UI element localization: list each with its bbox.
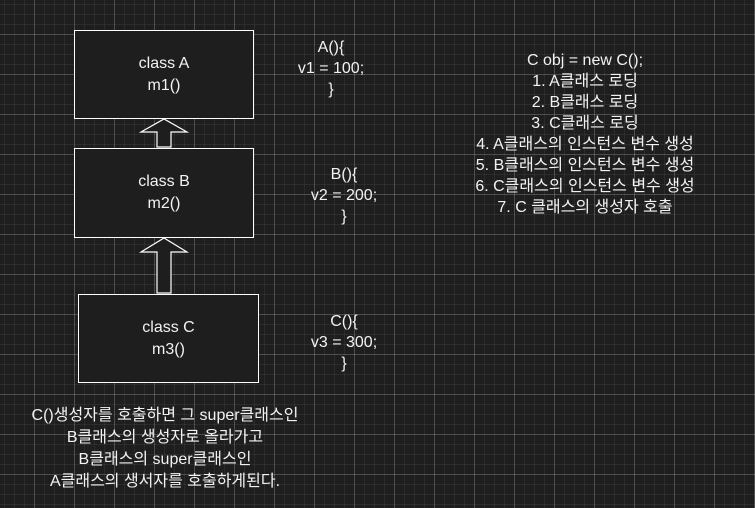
- step-line: 6. C클래스의 인스턴스 변수 생성: [475, 178, 695, 195]
- class-c-box[interactable]: class C m3(): [78, 294, 259, 383]
- note-line: B클래스의 super클래스인: [78, 451, 252, 468]
- step-line: C obj = new C();: [526, 52, 644, 69]
- loading-steps-text[interactable]: C obj = new C(); 1. A클래스 로딩 2. B클래스 로딩 3…: [430, 50, 740, 218]
- note-line: A클래스의 생서자를 호출하게된다.: [49, 473, 281, 490]
- inheritance-arrow-c-to-b: [138, 237, 190, 294]
- constructor-a-line: }: [328, 81, 334, 98]
- class-a-name: class A: [138, 54, 190, 72]
- class-c-method: m3(): [152, 340, 185, 358]
- constructor-b-line: B(){: [330, 166, 358, 183]
- constructor-c-line: }: [341, 355, 347, 372]
- class-c-name: class C: [142, 318, 195, 336]
- constructor-c-text[interactable]: C(){ v3 = 300; }: [299, 311, 389, 374]
- step-line: 7. C 클래스의 생성자 호출: [497, 199, 673, 216]
- inheritance-arrow-b-to-a: [138, 118, 190, 148]
- class-b-method: m2(): [147, 195, 181, 212]
- class-a-box[interactable]: class A m1(): [74, 30, 254, 119]
- constructor-b-text[interactable]: B(){ v2 = 200; }: [299, 164, 389, 227]
- class-a-method: m1(): [147, 76, 181, 94]
- constructor-a-text[interactable]: A(){ v1 = 100; }: [286, 37, 376, 100]
- constructor-c-line: v3 = 300;: [310, 334, 378, 351]
- constructor-b-line: v2 = 200;: [310, 187, 378, 204]
- constructor-a-line: v1 = 100;: [297, 60, 365, 77]
- class-b-box[interactable]: class B m2(): [74, 148, 254, 238]
- explanation-note-text[interactable]: C()생성자를 호출하면 그 super클래스인 B클래스의 생성자로 올라가고…: [0, 405, 330, 493]
- step-line: 1. A클래스 로딩: [532, 73, 638, 90]
- step-line: 3. C클래스 로딩: [531, 115, 639, 132]
- note-line: B클래스의 생성자로 올라가고: [66, 429, 264, 446]
- step-line: 4. A클래스의 인스턴스 변수 생성: [476, 136, 694, 153]
- class-b-name: class B: [138, 173, 190, 190]
- constructor-a-line: A(){: [317, 39, 345, 56]
- constructor-c-line: C(){: [330, 313, 358, 330]
- constructor-b-line: }: [341, 208, 347, 225]
- step-line: 5. B클래스의 인스턴스 변수 생성: [475, 157, 695, 174]
- note-line: C()생성자를 호출하면 그 super클래스인: [31, 407, 299, 424]
- step-line: 2. B클래스 로딩: [531, 94, 639, 111]
